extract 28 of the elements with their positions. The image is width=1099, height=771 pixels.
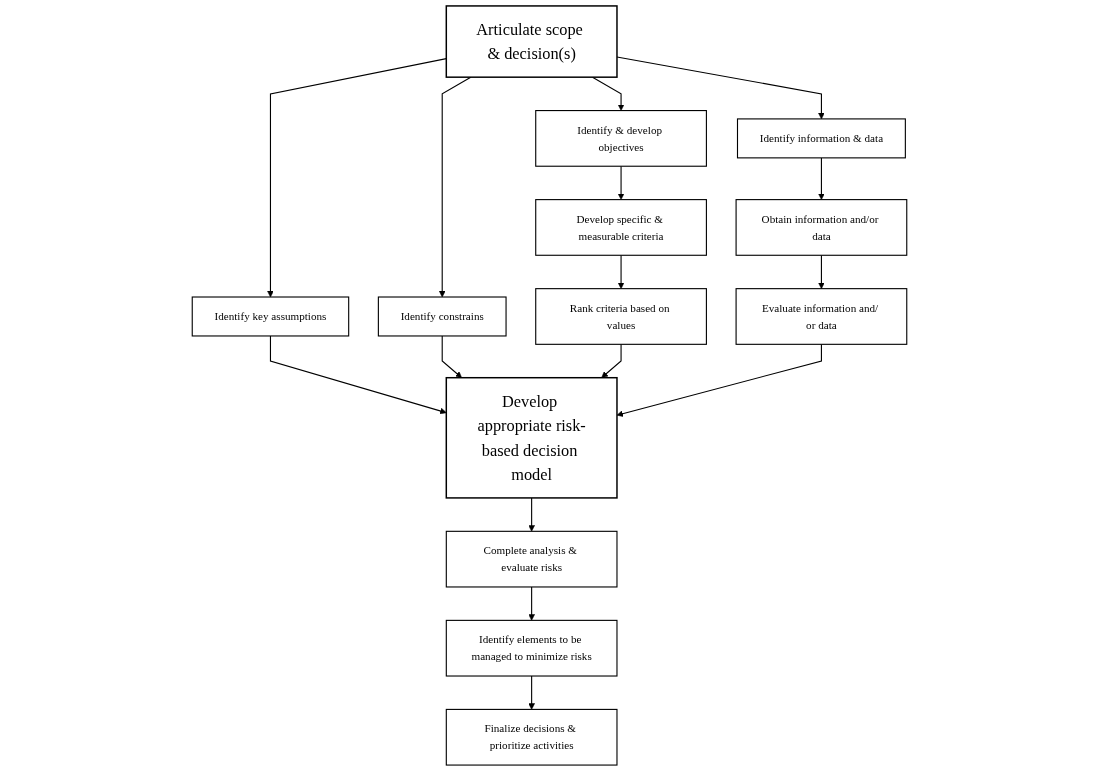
arrow bbox=[528, 586, 535, 621]
node-box: Complete analysis & evaluate risks bbox=[445, 530, 618, 588]
node-box: Develop appropriate risk-based decision model bbox=[445, 376, 618, 499]
arrow bbox=[269, 335, 447, 415]
arrow bbox=[617, 254, 625, 289]
arrow bbox=[616, 343, 822, 417]
arrow bbox=[591, 76, 625, 111]
node-box: Finalize decisions & prioritize activities bbox=[445, 708, 618, 766]
node-box: Identify elements to be managed to minimize risks bbox=[445, 619, 618, 677]
arrow bbox=[818, 157, 825, 200]
arrow bbox=[441, 335, 462, 378]
arrow bbox=[528, 675, 535, 710]
node-box: Identify information & data bbox=[736, 118, 906, 159]
arrow bbox=[267, 58, 447, 298]
node-box: Obtain information and/or data bbox=[735, 199, 908, 256]
arrow bbox=[818, 254, 825, 289]
node-box: Identify constrains bbox=[377, 296, 507, 337]
arrow bbox=[617, 165, 625, 200]
arrow bbox=[616, 56, 825, 120]
node-box: Identify & develop objectives bbox=[535, 110, 707, 167]
node-box: Articulate scope & decision(s) bbox=[445, 5, 618, 78]
node-box: Develop specific & measurable criteria bbox=[535, 199, 707, 256]
node-box: Evaluate information and/ or data bbox=[735, 288, 908, 345]
arrow bbox=[601, 343, 622, 378]
node-box: Rank criteria based on values bbox=[535, 288, 707, 345]
node-box: Identify key assumptions bbox=[191, 296, 350, 337]
arrow bbox=[438, 76, 472, 298]
arrow bbox=[528, 497, 535, 532]
